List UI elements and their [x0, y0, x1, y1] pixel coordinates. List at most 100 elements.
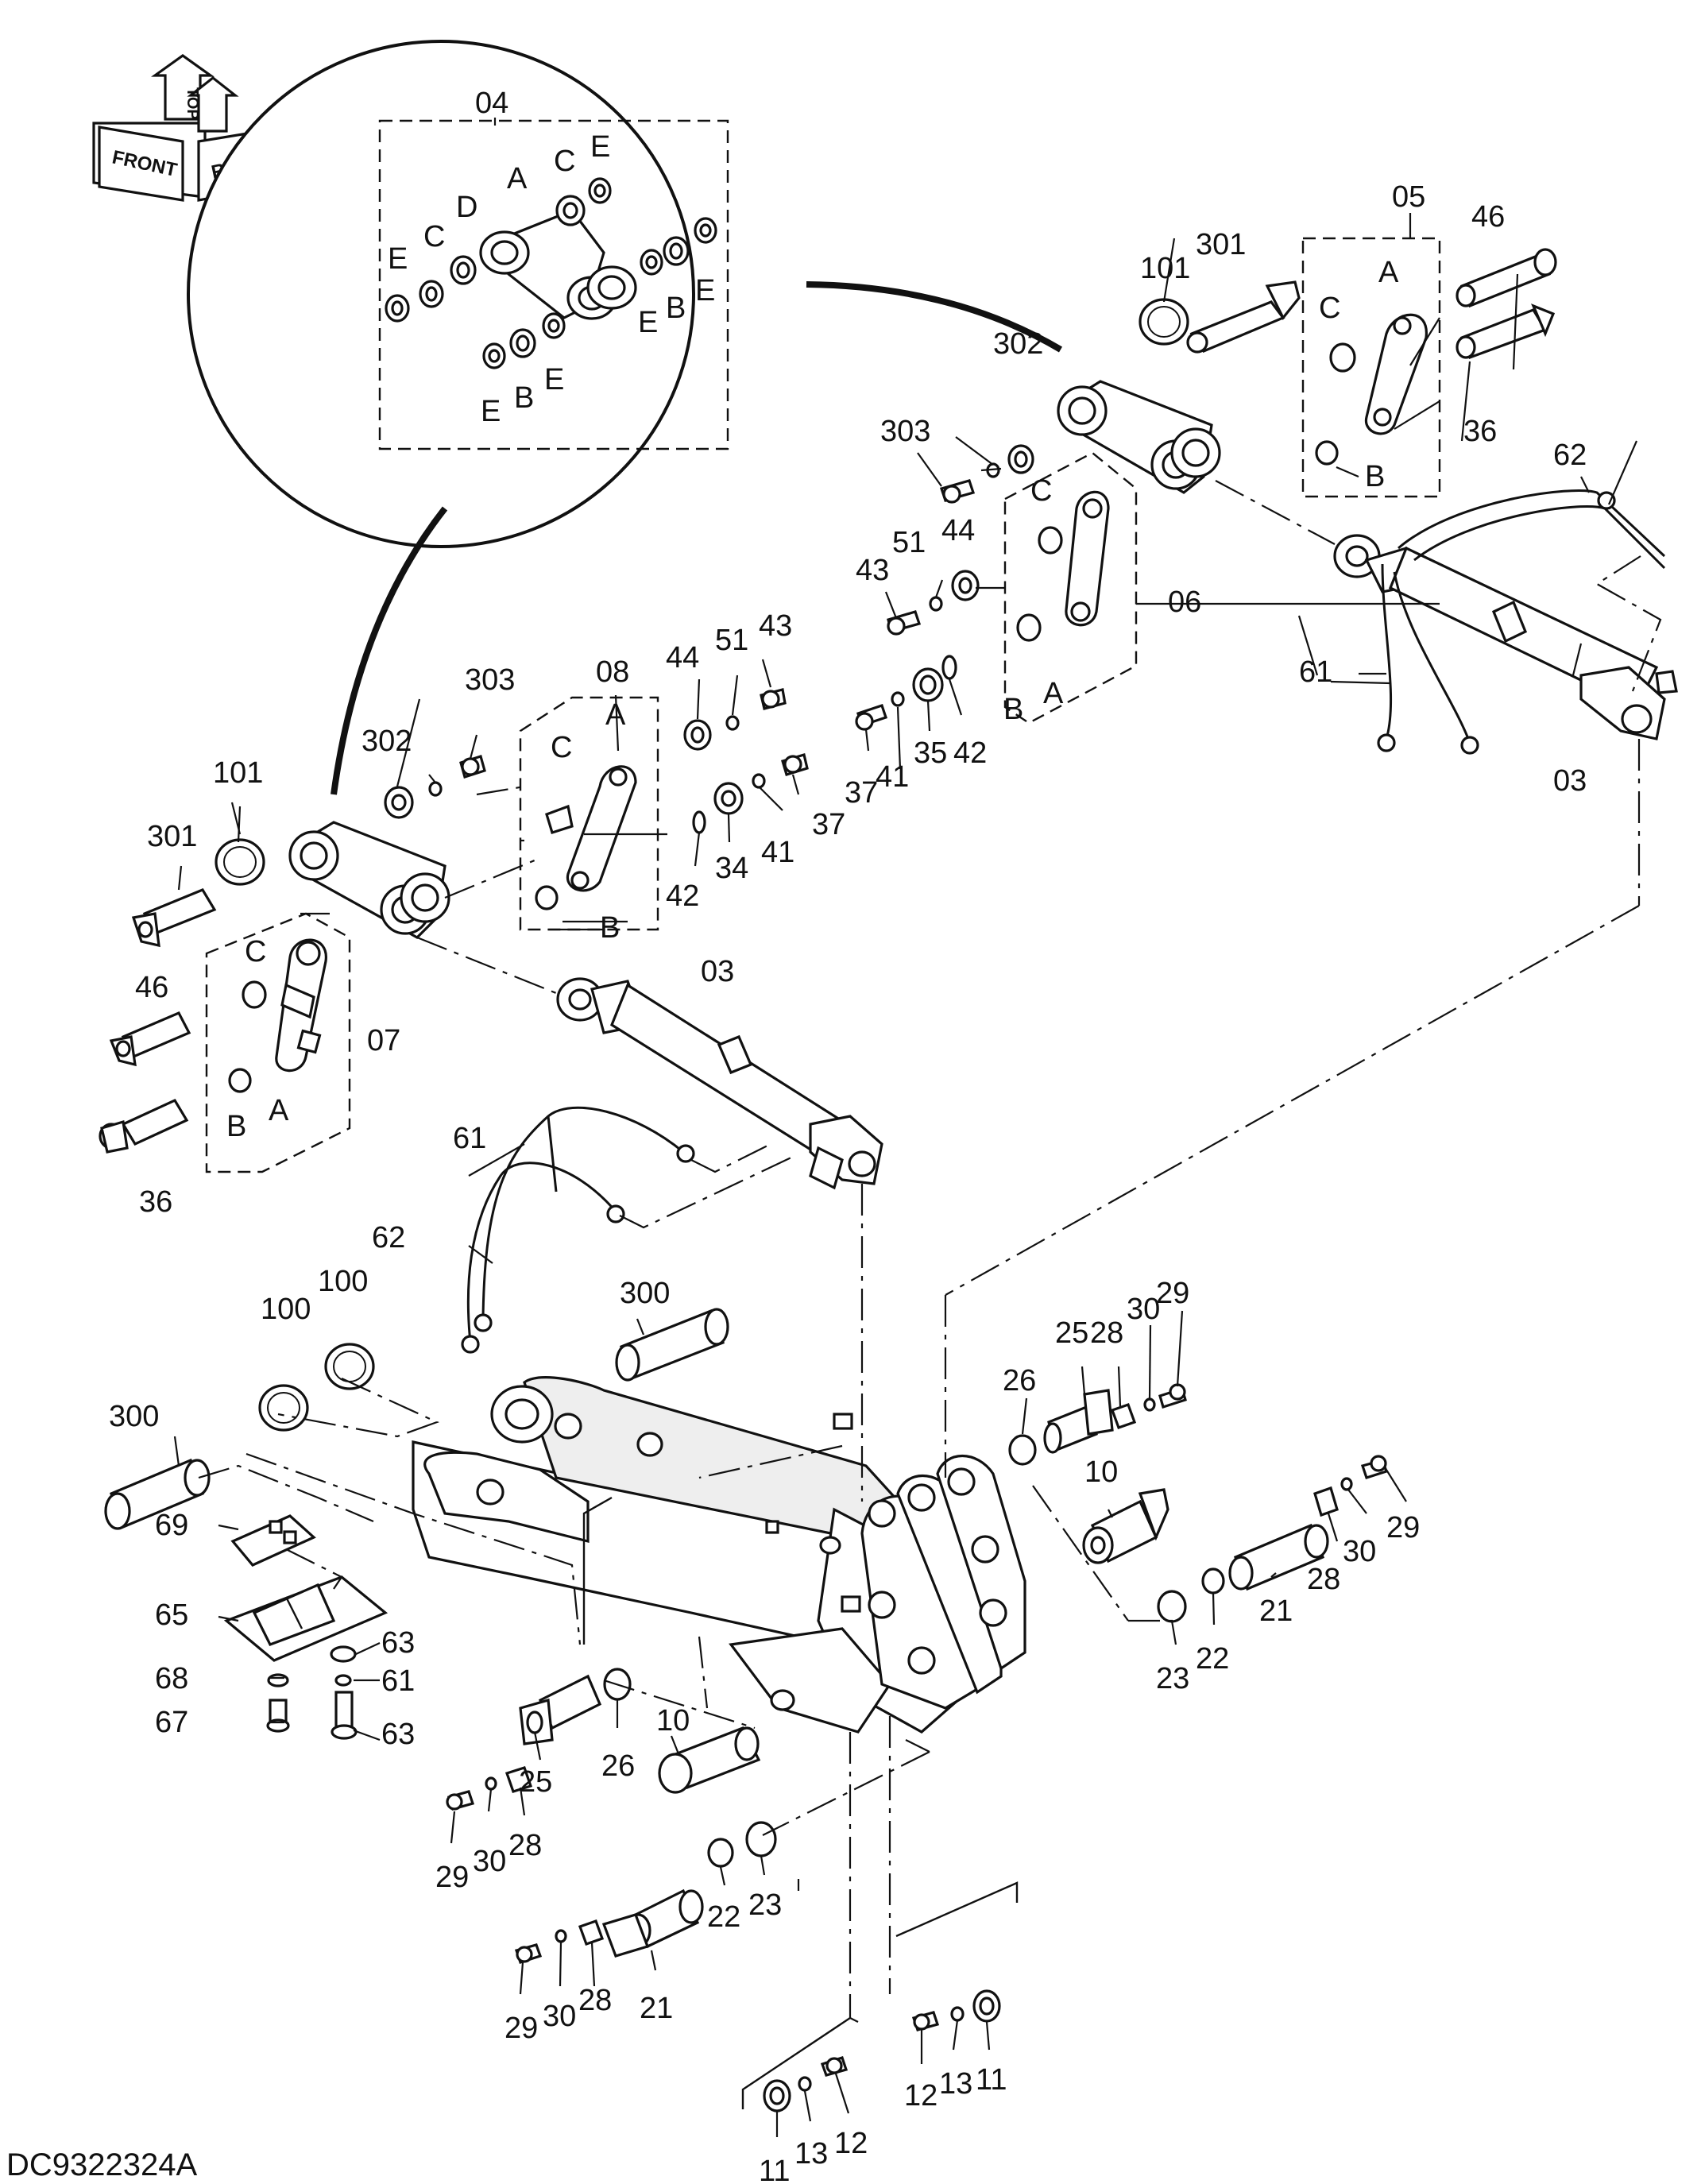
drawing-code: DC9322324A: [6, 2147, 197, 2182]
right-bolt-29: [1158, 1383, 1187, 1409]
detail-washers: [385, 177, 717, 369]
label-302: 303: [465, 663, 515, 697]
bushing-05-B: [1315, 440, 1339, 466]
bracket-11-left: [741, 2017, 851, 2109]
label-29: 29: [435, 1861, 469, 1894]
lower-pin-21: [601, 1888, 704, 1958]
detail-letter-B: B: [666, 292, 686, 325]
label-28: 28: [1307, 1563, 1340, 1596]
label-37: 42: [953, 736, 987, 770]
hardware-11-12-13-left: [763, 2055, 849, 2112]
hoses-right: [1377, 489, 1666, 755]
label-30: 30: [543, 2000, 576, 2033]
orientation-top-label: TOP: [184, 87, 201, 120]
pin-41-right: [1456, 248, 1557, 308]
label-10: 10: [1084, 1455, 1118, 1489]
label-68: 68: [155, 1662, 188, 1695]
label-62: 63: [381, 1626, 415, 1660]
cylinder-03-right: [1333, 534, 1678, 740]
bushing-08-C: [545, 804, 574, 835]
right-pin-10: [1082, 1488, 1169, 1564]
detail-connector-right: [806, 281, 1063, 353]
letter-06-C: C: [1030, 474, 1052, 508]
label-29: 29: [1156, 1277, 1189, 1310]
label-07: 07: [367, 1024, 400, 1057]
pin-200-upper: [615, 1308, 729, 1382]
upper-left-hardware: [384, 688, 809, 834]
group-box-08: [519, 696, 659, 931]
lever-06: [1065, 490, 1110, 627]
label-33: 34: [715, 852, 748, 885]
clip-101-right: [1139, 298, 1189, 346]
upper-right-link: [1057, 380, 1221, 494]
bushing-06-C: [1038, 526, 1063, 555]
label-100: 100: [261, 1293, 311, 1326]
label-32: 36: [139, 1185, 172, 1219]
label-61: 61: [381, 1664, 415, 1698]
label-23: 23: [748, 1888, 782, 1922]
label-03: 03: [1553, 764, 1587, 798]
label-301: 302: [361, 725, 412, 758]
bushing-07-C: [242, 980, 267, 1009]
upper-left-link: [288, 821, 450, 939]
pin-32-left: [99, 1098, 189, 1154]
label-30: 30: [1127, 1293, 1160, 1326]
letter-05-C: C: [1319, 292, 1340, 325]
detail-letters: E C D A C E E B E E B E: [388, 130, 715, 428]
label-37: 42: [666, 879, 699, 913]
letter-08-A: A: [605, 698, 626, 732]
detail-letter-E: E: [695, 274, 715, 307]
pin-300-right: [1186, 280, 1301, 354]
letter-08-C: C: [551, 731, 572, 764]
detail-letter-B: B: [514, 381, 534, 415]
label-63: 63: [381, 1718, 415, 1751]
lower-washer-30: [485, 1776, 497, 1791]
detail-connector-left: [331, 506, 448, 795]
plate-65: [223, 1575, 389, 1662]
letter-05-A: A: [1378, 256, 1399, 289]
label-03: 03: [701, 955, 734, 988]
pin-32-right: [1456, 303, 1556, 360]
hardware-61-62-63: [330, 1645, 358, 1740]
label-25: 25: [1055, 1316, 1088, 1350]
chain-line-03-right: [1595, 555, 1662, 692]
bracket-11-right: [895, 1881, 1019, 1938]
label-28: 28: [1090, 1316, 1123, 1350]
assembly-lines: [198, 480, 1641, 2023]
detail-letter-C: C: [423, 220, 445, 253]
label-36: 41: [761, 836, 794, 869]
label-30: 30: [473, 1845, 506, 1878]
label-12: 12: [904, 2079, 937, 2112]
label-44: 51: [892, 526, 926, 559]
label-29: 29: [505, 2012, 538, 2045]
bushing-07-B: [228, 1068, 252, 1093]
lower-bolt-29b: [514, 1943, 543, 1965]
label-300: 301: [1196, 228, 1246, 261]
label-100: 100: [318, 1265, 368, 1298]
right-pin-21: [1228, 1523, 1329, 1591]
lower-lock-28: [505, 1766, 533, 1793]
letter-05-B: B: [1365, 460, 1385, 493]
detail-letter-E: E: [388, 242, 408, 276]
label-301: 302: [993, 327, 1043, 361]
label-101: 101: [1140, 252, 1190, 285]
bracket-boom-center: [582, 1496, 613, 1645]
lower-washer-30b: [555, 1929, 567, 1943]
label-51: 62: [1553, 439, 1587, 472]
label-22: 22: [707, 1900, 740, 1934]
label-67: 67: [155, 1706, 188, 1739]
detail-letter-D: D: [456, 191, 477, 224]
label-10: 10: [656, 1704, 690, 1738]
upper-right-hardware: [855, 444, 1034, 731]
letter-07-C: C: [245, 935, 266, 968]
label-41: 46: [135, 971, 168, 1004]
detail-letter-A: A: [507, 162, 528, 195]
letter-06-A: A: [1043, 677, 1064, 710]
cylinder-03-left: [556, 977, 883, 1190]
chain-line-46-left: [690, 1143, 771, 1173]
label-35: 37: [812, 808, 845, 841]
label-06: 06: [1168, 586, 1201, 619]
label-30: 30: [1343, 1535, 1376, 1568]
letter-06-B: B: [1003, 693, 1023, 726]
